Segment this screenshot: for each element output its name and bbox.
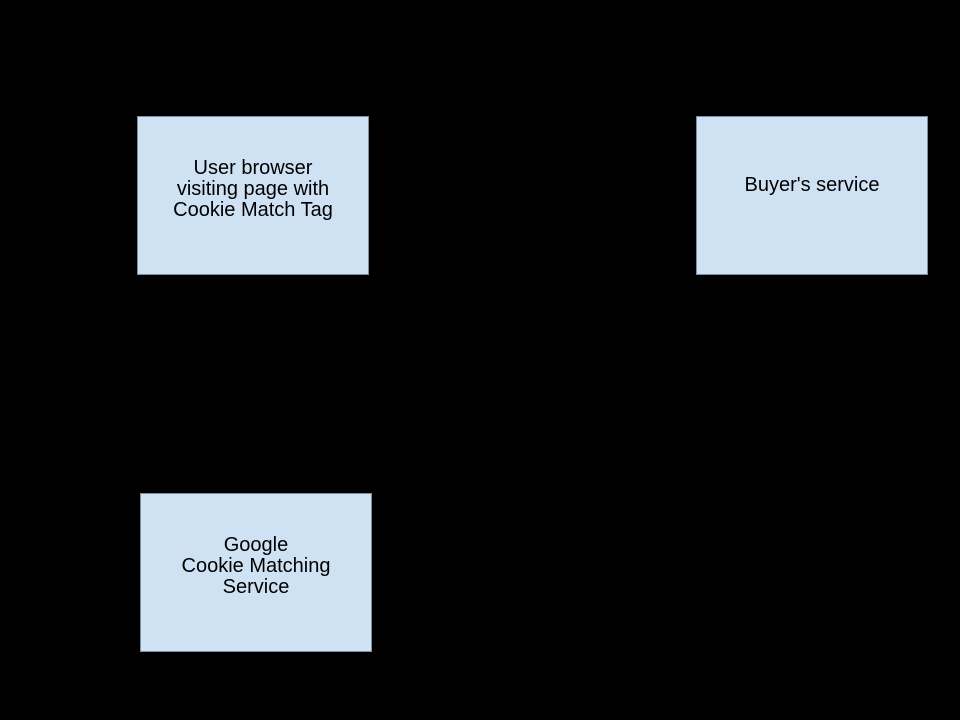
node-label-line: visiting page with bbox=[176, 178, 330, 200]
node-buyers-service: Buyer's service bbox=[696, 116, 928, 275]
node-buyers-service-label: Buyer's service bbox=[745, 175, 880, 196]
node-label-line: Cookie Match Tag bbox=[173, 199, 333, 221]
node-label-line: Service bbox=[222, 576, 290, 598]
node-label-line: Google bbox=[223, 534, 289, 556]
node-user-browser: User browser visiting page with Cookie M… bbox=[137, 116, 369, 275]
node-user-browser-label: User browser visiting page with Cookie M… bbox=[173, 158, 333, 221]
node-google-cookie-matching-service-label: Google Cookie Matching Service bbox=[182, 535, 331, 598]
node-google-cookie-matching-service: Google Cookie Matching Service bbox=[140, 493, 372, 652]
node-label-line: User browser bbox=[193, 157, 313, 179]
node-label-line: Buyer's service bbox=[744, 174, 880, 196]
node-label-line: Cookie Matching bbox=[181, 555, 331, 577]
